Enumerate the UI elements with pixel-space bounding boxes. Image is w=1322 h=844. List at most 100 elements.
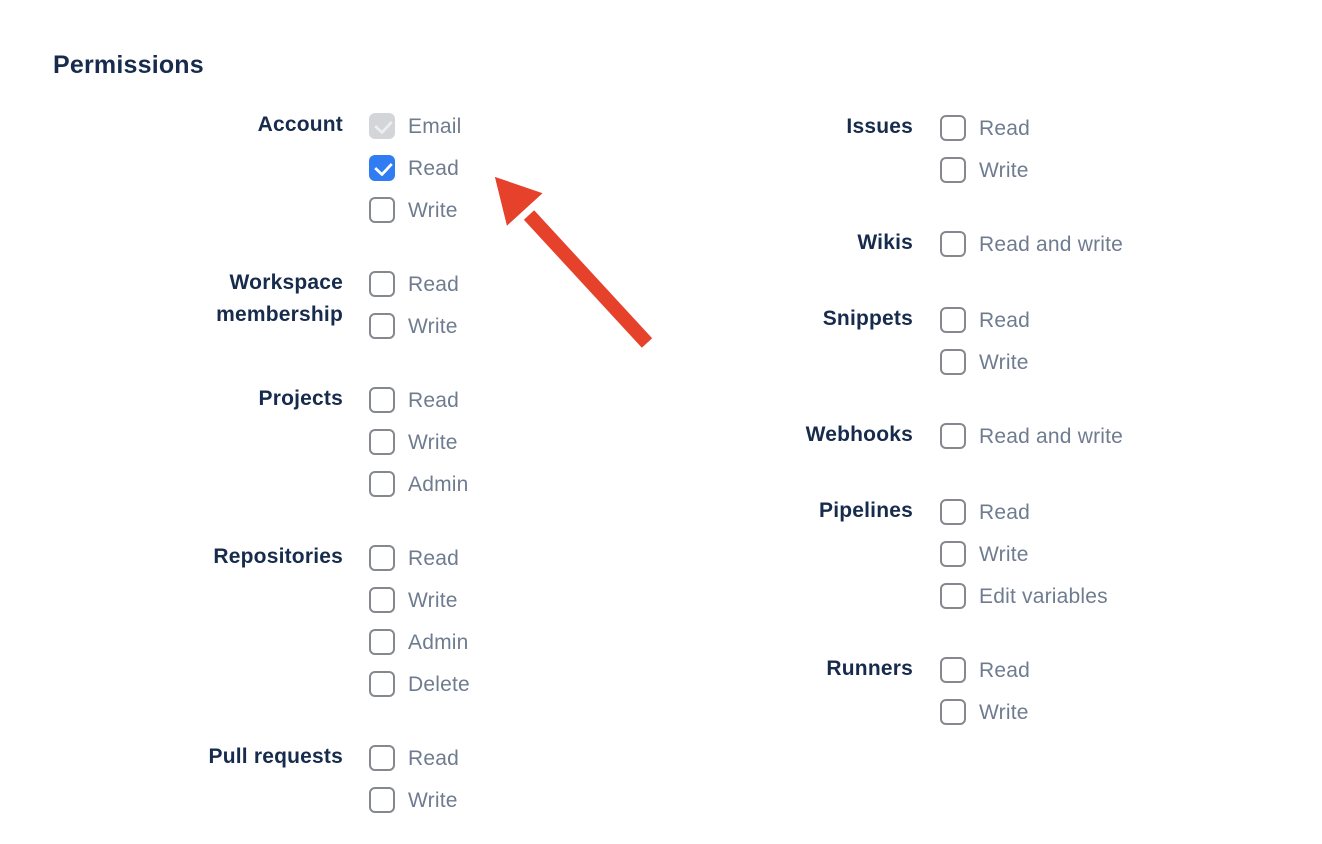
option-repositories-write[interactable]: Write xyxy=(369,587,470,613)
checkbox-projects-read[interactable] xyxy=(369,387,395,413)
option-label-workspace-read[interactable]: Read xyxy=(408,272,460,296)
checkbox-repositories-write[interactable] xyxy=(369,587,395,613)
option-label-snippets-read[interactable]: Read xyxy=(979,308,1031,332)
option-runners-read[interactable]: Read xyxy=(940,657,1030,683)
option-label-repositories-admin[interactable]: Admin xyxy=(408,630,469,654)
option-label-runners-write[interactable]: Write xyxy=(979,700,1029,724)
checkbox-pull-requests-write[interactable] xyxy=(369,787,395,813)
option-label-pull-requests-write[interactable]: Write xyxy=(408,788,458,812)
group-options-pull-requests: Read Write xyxy=(369,745,459,813)
option-repositories-read[interactable]: Read xyxy=(369,545,470,571)
option-snippets-write[interactable]: Write xyxy=(940,349,1030,375)
permission-group-pipelines: Pipelines Read Write Edit variables xyxy=(763,499,1123,609)
option-label-pipelines-write[interactable]: Write xyxy=(979,542,1029,566)
checkbox-issues-write[interactable] xyxy=(940,157,966,183)
option-label-repositories-read[interactable]: Read xyxy=(408,546,460,570)
group-label-repositories: Repositories xyxy=(213,545,343,568)
group-options-projects: Read Write Admin xyxy=(369,387,469,497)
option-label-pipelines-edit-variables[interactable]: Edit variables xyxy=(979,584,1108,608)
checkbox-wikis-read-and-write[interactable] xyxy=(940,231,966,257)
option-pipelines-write[interactable]: Write xyxy=(940,541,1108,567)
option-label-account-write[interactable]: Write xyxy=(408,198,458,222)
option-workspace-read[interactable]: Read xyxy=(369,271,459,297)
permission-group-webhooks: Webhooks Read and write xyxy=(763,423,1123,451)
option-label-snippets-write[interactable]: Write xyxy=(979,350,1029,374)
group-label-pipelines: Pipelines xyxy=(818,499,913,522)
option-label-issues-write[interactable]: Write xyxy=(979,158,1029,182)
checkbox-runners-write[interactable] xyxy=(940,699,966,725)
option-label-issues-read[interactable]: Read xyxy=(979,116,1031,140)
group-label-projects: Projects xyxy=(258,387,343,410)
option-snippets-read[interactable]: Read xyxy=(940,307,1030,333)
checkbox-workspace-read[interactable] xyxy=(369,271,395,297)
permission-group-projects: Projects Read Write Admin xyxy=(165,387,585,497)
checkbox-account-write[interactable] xyxy=(369,197,395,223)
option-pipelines-read[interactable]: Read xyxy=(940,499,1108,525)
group-options-pipelines: Read Write Edit variables xyxy=(940,499,1108,609)
checkbox-pipelines-read[interactable] xyxy=(940,499,966,525)
permissions-columns: Account Email Read Write xyxy=(53,113,1322,813)
option-projects-write[interactable]: Write xyxy=(369,429,469,455)
page-title: Permissions xyxy=(53,51,204,79)
option-webhooks-read-and-write[interactable]: Read and write xyxy=(940,423,1123,449)
checkbox-pull-requests-read[interactable] xyxy=(369,745,395,771)
checkbox-pipelines-edit-variables[interactable] xyxy=(940,583,966,609)
option-label-runners-read[interactable]: Read xyxy=(979,658,1031,682)
checkbox-account-read[interactable] xyxy=(369,155,395,181)
option-label-account-email: Email xyxy=(408,114,462,138)
option-workspace-write[interactable]: Write xyxy=(369,313,459,339)
option-label-repositories-write[interactable]: Write xyxy=(408,588,458,612)
permission-group-workspace-membership: Workspace membership Read Write xyxy=(165,271,585,339)
option-label-workspace-write[interactable]: Write xyxy=(408,314,458,338)
checkbox-repositories-delete[interactable] xyxy=(369,671,395,697)
checkbox-issues-read[interactable] xyxy=(940,115,966,141)
option-wikis-read-and-write[interactable]: Read and write xyxy=(940,231,1123,257)
permission-group-account: Account Email Read Write xyxy=(165,113,585,223)
group-options-runners: Read Write xyxy=(940,657,1030,725)
checkbox-projects-write[interactable] xyxy=(369,429,395,455)
option-label-account-read[interactable]: Read xyxy=(408,156,460,180)
option-projects-read[interactable]: Read xyxy=(369,387,469,413)
option-projects-admin[interactable]: Admin xyxy=(369,471,469,497)
checkbox-projects-admin[interactable] xyxy=(369,471,395,497)
option-label-projects-read[interactable]: Read xyxy=(408,388,460,412)
permissions-column-left: Account Email Read Write xyxy=(165,113,585,813)
option-account-write[interactable]: Write xyxy=(369,197,462,223)
option-label-pull-requests-read[interactable]: Read xyxy=(408,746,460,770)
permission-group-runners: Runners Read Write xyxy=(763,657,1123,725)
option-repositories-delete[interactable]: Delete xyxy=(369,671,470,697)
group-label-wikis: Wikis xyxy=(857,231,913,254)
option-label-repositories-delete[interactable]: Delete xyxy=(408,672,470,696)
option-label-pipelines-read[interactable]: Read xyxy=(979,500,1031,524)
option-label-projects-admin[interactable]: Admin xyxy=(408,472,469,496)
checkbox-account-email xyxy=(369,113,395,139)
group-label-runners: Runners xyxy=(826,657,913,680)
checkbox-repositories-admin[interactable] xyxy=(369,629,395,655)
option-pull-requests-write[interactable]: Write xyxy=(369,787,459,813)
group-label-pull-requests: Pull requests xyxy=(208,745,343,768)
option-label-webhooks-read-and-write[interactable]: Read and write xyxy=(979,424,1124,448)
option-issues-read[interactable]: Read xyxy=(940,115,1030,141)
option-pull-requests-read[interactable]: Read xyxy=(369,745,459,771)
checkbox-pipelines-write[interactable] xyxy=(940,541,966,567)
option-runners-write[interactable]: Write xyxy=(940,699,1030,725)
permissions-column-right: Issues Read Write Wikis xyxy=(763,113,1123,725)
checkbox-webhooks-read-and-write[interactable] xyxy=(940,423,966,449)
checkbox-snippets-read[interactable] xyxy=(940,307,966,333)
checkbox-runners-read[interactable] xyxy=(940,657,966,683)
option-label-projects-write[interactable]: Write xyxy=(408,430,458,454)
option-label-wikis-read-and-write[interactable]: Read and write xyxy=(979,232,1124,256)
option-pipelines-edit-variables[interactable]: Edit variables xyxy=(940,583,1108,609)
option-repositories-admin[interactable]: Admin xyxy=(369,629,470,655)
group-label-account: Account xyxy=(257,113,343,136)
checkbox-snippets-write[interactable] xyxy=(940,349,966,375)
checkbox-repositories-read[interactable] xyxy=(369,545,395,571)
option-account-read[interactable]: Read xyxy=(369,155,462,181)
group-options-workspace-membership: Read Write xyxy=(369,271,459,339)
group-options-snippets: Read Write xyxy=(940,307,1030,375)
option-account-email: Email xyxy=(369,113,462,139)
checkbox-workspace-write[interactable] xyxy=(369,313,395,339)
group-label-webhooks: Webhooks xyxy=(805,423,913,446)
option-issues-write[interactable]: Write xyxy=(940,157,1030,183)
